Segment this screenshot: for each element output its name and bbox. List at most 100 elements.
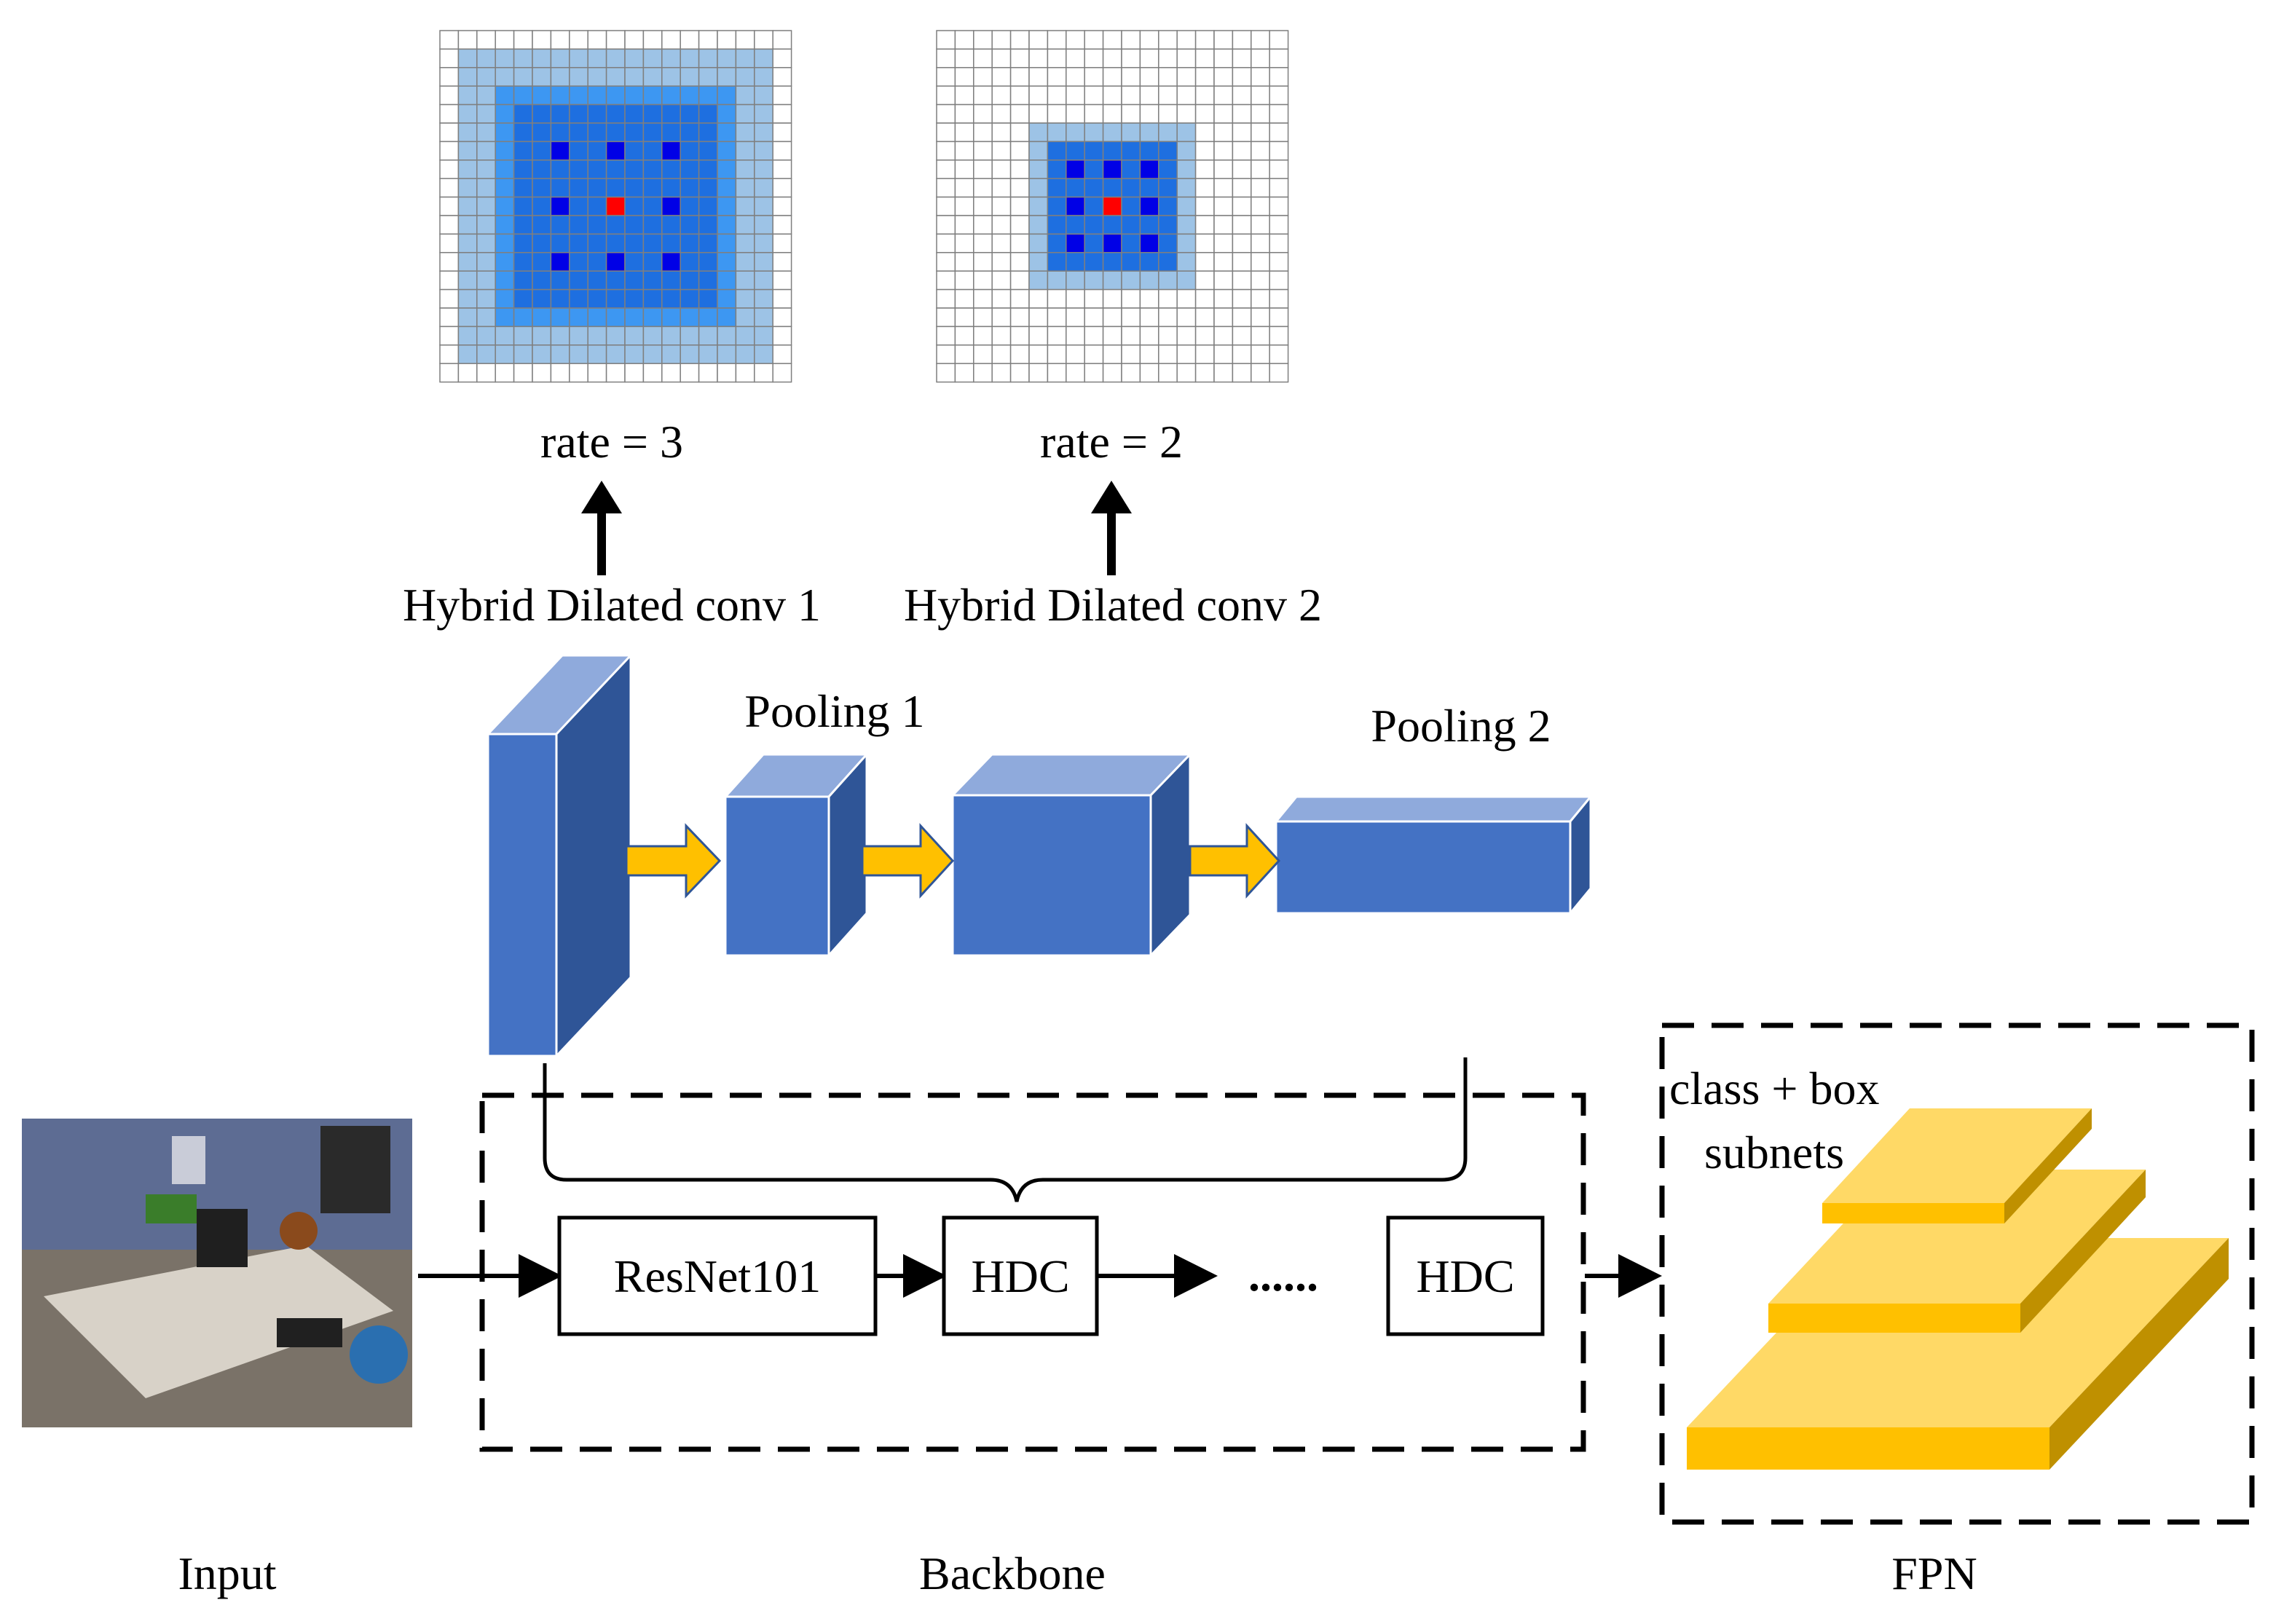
- grid-cell: [1009, 307, 1030, 328]
- grid-cell: [1251, 85, 1270, 106]
- grid-cell: [973, 288, 993, 309]
- grid-cell: [936, 103, 956, 124]
- grid-cell: [717, 196, 737, 216]
- grid-cell: [642, 48, 663, 68]
- grid-cell: [1176, 270, 1197, 291]
- grid-cell: [569, 85, 588, 106]
- grid-cell: [772, 48, 792, 68]
- grid-cell: [457, 141, 478, 161]
- grid-cell: [717, 48, 737, 68]
- grid-cell: [954, 122, 974, 143]
- grid-cell: [495, 215, 515, 235]
- grid-cell: [587, 252, 607, 272]
- grid-cell: [513, 178, 533, 198]
- grid-cell: [1066, 103, 1085, 124]
- grid-cell: [587, 67, 607, 87]
- grid-cell: [1066, 141, 1085, 161]
- grid-cell: [1102, 307, 1122, 328]
- grid-cell: [532, 122, 552, 143]
- grid-cell: [1251, 363, 1270, 383]
- section-backbone-label: Backbone: [919, 1548, 1106, 1599]
- grid-cell: [1251, 307, 1270, 328]
- grid-cell: [1158, 288, 1178, 309]
- grid-cell: [1213, 215, 1234, 235]
- grid-cell: [1213, 288, 1234, 309]
- grid-cell: [735, 196, 755, 216]
- grid-cell: [1009, 363, 1030, 383]
- grid-cell: [661, 307, 681, 328]
- fpn-layer-top: [1822, 1108, 2092, 1223]
- grid-cell: [1066, 363, 1085, 383]
- grid-cell: [1121, 103, 1141, 124]
- grid-cell: [569, 159, 588, 179]
- grid-cell: [587, 288, 607, 309]
- grid-cell: [1269, 103, 1289, 124]
- feature-block-pooling2: [1273, 793, 1594, 917]
- grid-cell: [1139, 288, 1159, 309]
- grid-cell: [936, 122, 956, 143]
- grid-cell: [1066, 326, 1085, 346]
- grid-cell: [1121, 48, 1141, 68]
- grid-cell: [1121, 252, 1141, 272]
- grid-cell: [550, 141, 570, 161]
- grid-cell: [513, 67, 533, 87]
- grid-cell: [1213, 122, 1234, 143]
- grid-cell: [642, 122, 663, 143]
- grid-cell: [439, 270, 460, 291]
- grid-cell: [1213, 178, 1234, 198]
- grid-cell: [1028, 196, 1049, 216]
- grid-cell: [1066, 270, 1085, 291]
- grid-cell: [624, 344, 645, 364]
- grid-cell: [1251, 344, 1270, 364]
- grid-cell: [550, 196, 570, 216]
- grid-cell: [624, 252, 645, 272]
- grid-cell: [680, 122, 700, 143]
- grid-cell: [1213, 67, 1234, 87]
- grid-cell: [1269, 307, 1289, 328]
- grid-cell: [1047, 363, 1067, 383]
- grid-cell: [1158, 326, 1178, 346]
- grid-cell: [1009, 159, 1030, 179]
- grid-cell: [1158, 48, 1178, 68]
- grid-cell: [550, 344, 570, 364]
- grid-cell: [1102, 215, 1122, 235]
- grid-cell: [1251, 122, 1270, 143]
- grid-cell: [532, 141, 552, 161]
- grid-cell: [1028, 30, 1049, 50]
- grid-cell: [954, 215, 974, 235]
- subnets-label-line2: subnets: [1704, 1127, 1844, 1178]
- grid-cell: [680, 48, 700, 68]
- grid-cell: [550, 270, 570, 291]
- grid-cell: [1213, 30, 1234, 50]
- grid-cell: [587, 307, 607, 328]
- grid-cell: [754, 215, 773, 235]
- grid-cell: [698, 48, 718, 68]
- grid-cell: [1009, 215, 1030, 235]
- grid-cell: [1084, 215, 1104, 235]
- yellow-arrow-1: [625, 823, 722, 899]
- grid-cell: [1009, 233, 1030, 253]
- grid-cell: [1232, 288, 1252, 309]
- grid-cell: [1251, 196, 1270, 216]
- grid-cell: [587, 215, 607, 235]
- grid-cell: [991, 270, 1012, 291]
- grid-cell: [954, 30, 974, 50]
- grid-cell: [1269, 67, 1289, 87]
- grid-cell: [1158, 103, 1178, 124]
- grid-cell: [532, 159, 552, 179]
- grid-cell: [735, 67, 755, 87]
- grid-cell: [973, 363, 993, 383]
- grid-cell: [1269, 233, 1289, 253]
- grid-cell: [1047, 307, 1067, 328]
- grid-cell: [605, 215, 626, 235]
- grid-cell: [661, 178, 681, 198]
- grid-cell: [1009, 196, 1030, 216]
- grid-cell: [1251, 30, 1270, 50]
- grid-cell: [457, 270, 478, 291]
- pipeline-ellipsis: ......: [1248, 1249, 1318, 1301]
- grid-cell: [1269, 288, 1289, 309]
- grid-cell: [698, 196, 718, 216]
- grid-cell: [550, 48, 570, 68]
- grid-cell: [973, 215, 993, 235]
- grid-cell: [1121, 344, 1141, 364]
